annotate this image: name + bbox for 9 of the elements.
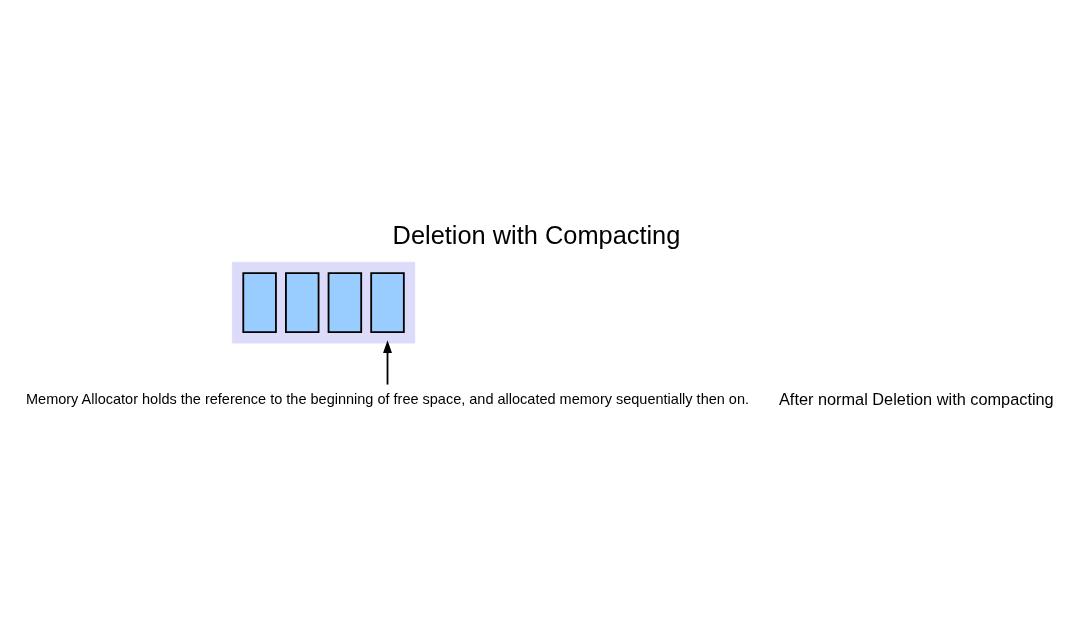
- node-box: [370, 272, 405, 333]
- cluster: [231, 261, 416, 344]
- node-box: [242, 272, 277, 333]
- arrow: [383, 340, 392, 386]
- label: After normal Deletion with compacting: [778, 390, 1054, 409]
- diagram-title: Deletion with Compacting: [392, 220, 681, 249]
- node-box: [327, 272, 363, 333]
- node-box: [285, 272, 320, 333]
- node-text: Memory Allocator holds the reference to the beginning of free space, and allocated memory sequentially then on.: [26, 391, 750, 408]
